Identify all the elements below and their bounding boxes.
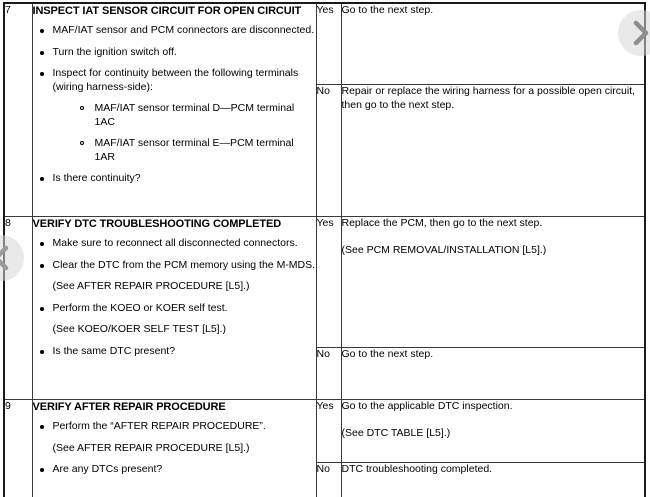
table-row: No DTC troubleshooting completed. bbox=[4, 462, 646, 497]
list-item-text: Is there continuity? bbox=[52, 172, 141, 184]
next-page-button[interactable] bbox=[618, 10, 650, 56]
chevron-left-icon bbox=[0, 245, 9, 271]
list-item-text: MAF/IAT sensor and PCM connectors are di… bbox=[52, 24, 315, 36]
list-item-text: Perform the KOEO or KOER self test. bbox=[52, 301, 228, 314]
list-item: Are any DTCs present? bbox=[33, 463, 316, 477]
bullet-dot-icon bbox=[39, 72, 44, 76]
bullet-dot-icon bbox=[39, 50, 44, 55]
list-item-text: Clear the DTC from the PCM memory using … bbox=[52, 258, 316, 271]
list-item-text: Turn the ignition switch off. bbox=[52, 45, 177, 58]
action-cell-yes: Go to the applicable DTC inspection. (Se… bbox=[340, 399, 646, 463]
instruction-list: Make sure to reconnect all disconnected … bbox=[33, 237, 316, 358]
bullet-dot-icon bbox=[39, 468, 44, 472]
list-item: Inspect for continuity between the follo… bbox=[33, 67, 316, 164]
action-reference: (See DTC TABLE [L5].) bbox=[341, 426, 451, 439]
table-row: No Go to the next step. bbox=[4, 347, 646, 400]
result-label-no: No bbox=[315, 347, 342, 400]
table-row: 8 VERIFY DTC TROUBLESHOOTING COMPLETED M… bbox=[3, 216, 646, 400]
list-item: Make sure to reconnect all disconnected … bbox=[33, 237, 316, 251]
result-label-no: No bbox=[315, 84, 342, 217]
list-item-text: Is the same DTC present? bbox=[52, 344, 176, 357]
sub-instruction-list: MAF/IAT sensor terminal D—PCM terminal 1… bbox=[53, 102, 316, 164]
bullet-dot-icon bbox=[39, 263, 44, 268]
action-text: Go to the applicable DTC inspection. bbox=[341, 400, 513, 412]
step-title: VERIFY DTC TROUBLESHOOTING COMPLETED bbox=[32, 218, 282, 230]
bullet-dot-icon bbox=[39, 425, 44, 429]
result-label-yes: Yes bbox=[315, 2, 342, 85]
action-text: DTC troubleshooting completed. bbox=[341, 463, 493, 475]
step-title: VERIFY AFTER REPAIR PROCEDURE bbox=[32, 401, 226, 413]
step-body: INSPECT IAT SENSOR CIRCUIT FOR OPEN CIRC… bbox=[31, 2, 317, 217]
bullet-dot-icon bbox=[39, 242, 44, 246]
action-cell-yes: Go to the next step. bbox=[340, 2, 646, 85]
action-text: Repair or replace the wiring harness for… bbox=[341, 85, 636, 111]
sub-list-item-text: MAF/IAT sensor terminal D—PCM terminal 1… bbox=[94, 102, 295, 128]
table-row: No Repair or replace the wiring harness … bbox=[4, 84, 646, 217]
instruction-list: MAF/IAT sensor and PCM connectors are di… bbox=[33, 24, 316, 186]
action-cell-no: Go to the next step. bbox=[340, 347, 646, 400]
result-label-yes: Yes bbox=[315, 216, 342, 348]
action-text: Replace the PCM, then go to the next ste… bbox=[341, 217, 543, 229]
reference-note: (See AFTER REPAIR PROCEDURE [L5].) bbox=[52, 441, 250, 454]
step-number: 7 bbox=[3, 2, 33, 217]
hollow-circle-icon bbox=[79, 106, 84, 110]
bullet-dot-icon bbox=[39, 29, 44, 33]
list-item: Perform the KOEO or KOER self test. bbox=[33, 302, 316, 316]
action-cell-no: DTC troubleshooting completed. bbox=[340, 462, 646, 497]
step-body: VERIFY DTC TROUBLESHOOTING COMPLETED Mak… bbox=[31, 216, 317, 400]
list-item: Is the same DTC present? bbox=[33, 345, 316, 359]
reference-note: (See AFTER REPAIR PROCEDURE [L5].) bbox=[52, 280, 250, 292]
sub-list-item: MAF/IAT sensor terminal D—PCM terminal 1… bbox=[74, 102, 316, 129]
instruction-list: Perform the “AFTER REPAIR PROCEDURE”. (S… bbox=[33, 420, 316, 477]
step-title: INSPECT IAT SENSOR CIRCUIT FOR OPEN CIRC… bbox=[32, 5, 302, 17]
list-item: Clear the DTC from the PCM memory using … bbox=[33, 259, 316, 273]
hollow-circle-icon bbox=[79, 141, 84, 145]
reference-note: (See KOEO/KOER SELF TEST [L5].) bbox=[52, 323, 227, 335]
table-row: 9 VERIFY AFTER REPAIR PROCEDURE Perform … bbox=[3, 399, 646, 497]
list-item: Turn the ignition switch off. bbox=[33, 46, 316, 60]
sub-list-item: MAF/IAT sensor terminal E—PCM terminal 1… bbox=[74, 137, 316, 164]
action-cell-no: Repair or replace the wiring harness for… bbox=[340, 84, 646, 217]
list-item: MAF/IAT sensor and PCM connectors are di… bbox=[33, 24, 316, 38]
list-item-text: Are any DTCs present? bbox=[52, 463, 163, 475]
list-item-text: Make sure to reconnect all disconnected … bbox=[52, 237, 298, 249]
table-row: 7 INSPECT IAT SENSOR CIRCUIT FOR OPEN CI… bbox=[3, 2, 646, 217]
step-body: VERIFY AFTER REPAIR PROCEDURE Perform th… bbox=[31, 399, 317, 497]
list-item-text: Perform the “AFTER REPAIR PROCEDURE”. bbox=[52, 420, 266, 432]
action-cell-yes: Replace the PCM, then go to the next ste… bbox=[340, 216, 646, 348]
sub-list-item-text: MAF/IAT sensor terminal E—PCM terminal 1… bbox=[94, 137, 294, 163]
bullet-dot-icon bbox=[39, 306, 44, 311]
list-item: Perform the “AFTER REPAIR PROCEDURE”. bbox=[33, 420, 316, 434]
bullet-dot-icon bbox=[39, 177, 44, 181]
list-item: Is there continuity? bbox=[33, 172, 316, 186]
action-reference: (See PCM REMOVAL/INSTALLATION [L5].) bbox=[341, 243, 547, 256]
list-item-text: Inspect for continuity between the follo… bbox=[52, 67, 299, 93]
bullet-dot-icon bbox=[39, 349, 44, 354]
step-number: 9 bbox=[3, 399, 33, 497]
action-text: Go to the next step. bbox=[341, 4, 434, 16]
result-label-no: No bbox=[315, 462, 342, 497]
dtc-troubleshooting-table: 7 INSPECT IAT SENSOR CIRCUIT FOR OPEN CI… bbox=[3, 2, 646, 497]
action-text: Go to the next step. bbox=[341, 348, 434, 360]
result-label-yes: Yes bbox=[315, 399, 342, 463]
chevron-right-icon bbox=[633, 20, 649, 46]
